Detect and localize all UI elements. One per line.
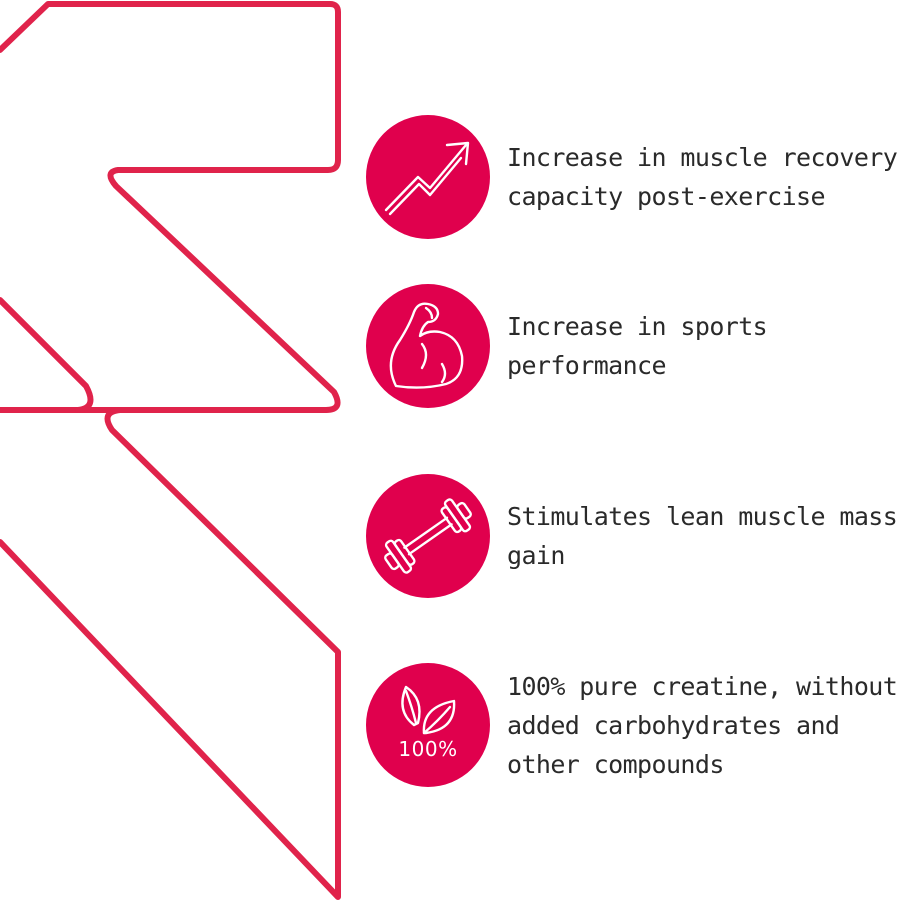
trend-up-arrow-icon — [366, 115, 490, 239]
benefit-badge — [366, 284, 490, 408]
benefit-text: 100% pure creatine, without added carboh… — [507, 671, 898, 779]
benefit-text: Stimulates lean muscle mass gain — [507, 502, 898, 570]
benefit-item-pure-creatine: 100% 100% pure creatine, without added c… — [366, 663, 900, 787]
benefit-badge — [366, 474, 490, 598]
benefit-badge — [366, 115, 490, 239]
benefit-text: Increase in muscle recovery capacity pos… — [507, 143, 898, 211]
benefit-item-lean-mass: Stimulates lean muscle mass gain — [366, 474, 900, 598]
leaf-icon — [366, 663, 490, 787]
barbell-icon — [366, 474, 490, 598]
benefit-badge: 100% — [366, 663, 490, 787]
bolt-lower-stroke — [0, 407, 341, 900]
bolt-upper-stroke — [0, 1, 341, 413]
flexed-bicep-icon — [366, 284, 490, 408]
benefit-item-performance: Increase in sports performance — [366, 284, 900, 408]
benefit-text: Increase in sports performance — [507, 312, 768, 380]
bolt-notch-stroke — [0, 297, 94, 413]
badge-percentage-label: 100% — [398, 737, 458, 761]
benefit-item-recovery: Increase in muscle recovery capacity pos… — [366, 115, 900, 239]
